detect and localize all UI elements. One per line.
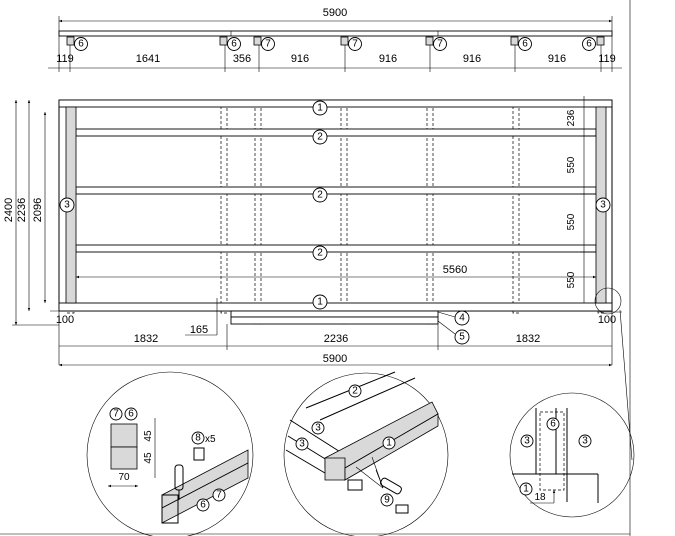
callout-label: 2 bbox=[317, 190, 323, 201]
callout-label: 70 bbox=[118, 472, 130, 483]
beam-5 bbox=[230, 316, 439, 325]
callout-label: 6 bbox=[522, 39, 528, 50]
callout-label: 6 bbox=[231, 39, 237, 50]
block-icon bbox=[596, 36, 605, 46]
block-icon bbox=[340, 36, 349, 46]
front-view: 1 2 2 2 1 3 3 4 5 2400 2236 2096 236 550… bbox=[3, 96, 633, 461]
end-offset-left-label: 100 bbox=[56, 314, 74, 326]
block-icon bbox=[253, 36, 262, 46]
block-icon bbox=[510, 36, 519, 46]
offset-18-label: 18 bbox=[534, 492, 546, 503]
beam-2 bbox=[75, 186, 597, 195]
spacing-550-label: 550 bbox=[566, 271, 577, 288]
callout-label: 1 bbox=[523, 484, 529, 495]
span-1832-left-label: 1832 bbox=[134, 333, 158, 345]
callout-label: 7 bbox=[113, 409, 119, 420]
callout-label: 6 bbox=[200, 500, 206, 511]
spacing-label: 119 bbox=[56, 53, 74, 65]
callout-label: 6 bbox=[128, 409, 134, 420]
block-icon bbox=[219, 36, 228, 46]
spacing-label: 916 bbox=[463, 53, 481, 65]
callout-label: 7 bbox=[216, 490, 222, 501]
overall-width-label: 5900 bbox=[323, 7, 347, 19]
callout-label: 3 bbox=[524, 436, 530, 447]
inner-width-label: 5560 bbox=[443, 264, 467, 276]
callout-label: 2 bbox=[352, 386, 358, 397]
block-icon bbox=[425, 36, 434, 46]
spacing-label: 356 bbox=[233, 53, 251, 65]
callout-label: 6 bbox=[78, 39, 84, 50]
callout-label: 4 bbox=[459, 313, 465, 324]
detail-b-corner-joint: 2 3 3 1 9 bbox=[283, 371, 449, 536]
callout-label: 45 bbox=[143, 452, 154, 464]
drill-icon bbox=[380, 477, 409, 514]
block-markers bbox=[66, 36, 605, 46]
callout-label: 3 bbox=[64, 200, 70, 211]
top-beam bbox=[58, 30, 613, 37]
detail-a-block-assembly: 7 6 45 45 70 6 7 8 x5 bbox=[86, 371, 254, 536]
callout-label: 5 bbox=[459, 332, 465, 343]
beam-4 bbox=[230, 310, 439, 318]
detail-c-marker bbox=[594, 287, 622, 315]
detail-c-post-section: 6 3 3 1 18 bbox=[509, 392, 635, 518]
callout-label: 3 bbox=[299, 439, 305, 450]
overall-width-bottom-label: 5900 bbox=[323, 353, 347, 365]
callout-label: 2 bbox=[317, 248, 323, 259]
spacing-label: 916 bbox=[548, 53, 566, 65]
callout-label: 9 bbox=[384, 495, 390, 506]
drill-icon bbox=[174, 447, 205, 500]
beam-1-bottom bbox=[58, 302, 613, 312]
callout-label: 6 bbox=[586, 39, 592, 50]
callout-label: 45 bbox=[143, 430, 154, 442]
block-icon bbox=[66, 36, 75, 46]
callout-label: 7 bbox=[352, 39, 358, 50]
part-callouts: 6 6 7 7 7 6 6 bbox=[74, 37, 596, 51]
callout-label: 3 bbox=[600, 200, 606, 211]
height-2400-label: 2400 bbox=[3, 198, 15, 222]
top-view: 5900 6 6 7 7 7 6 6 bbox=[48, 7, 622, 72]
callout-label: 8 bbox=[195, 433, 201, 444]
spacing-label: 916 bbox=[291, 53, 309, 65]
beam-callouts: 1 2 2 2 1 3 3 4 5 bbox=[59, 100, 611, 345]
spacing-550-label: 550 bbox=[566, 213, 577, 230]
height-2096-label: 2096 bbox=[32, 198, 44, 222]
beam-2 bbox=[75, 128, 597, 137]
end-offset-right-label: 100 bbox=[598, 314, 616, 326]
callout-label: 3 bbox=[315, 423, 321, 434]
beam-1-top bbox=[58, 99, 613, 108]
offset-165-label: 165 bbox=[190, 324, 208, 336]
hidden-posts bbox=[66, 103, 605, 325]
spacing-label: 119 bbox=[598, 53, 616, 65]
callout-label: 1 bbox=[386, 438, 392, 449]
quantity-label: x5 bbox=[205, 434, 216, 445]
spacing-550-label: 550 bbox=[566, 156, 577, 173]
callout-label: 3 bbox=[582, 436, 588, 447]
spacing-label: 916 bbox=[379, 53, 397, 65]
span-2236-label: 2236 bbox=[324, 333, 348, 345]
callout-label: 1 bbox=[317, 103, 323, 114]
beam-2 bbox=[75, 244, 597, 253]
callout-label: 7 bbox=[437, 39, 443, 50]
spacing-236-label: 236 bbox=[566, 109, 577, 126]
callout-label: 7 bbox=[265, 39, 271, 50]
height-2236-label: 2236 bbox=[16, 198, 28, 222]
span-1832-right-label: 1832 bbox=[516, 333, 540, 345]
callout-label: 2 bbox=[317, 132, 323, 143]
callout-label: 1 bbox=[317, 297, 323, 308]
spacing-label: 1641 bbox=[136, 53, 160, 65]
callout-label: 6 bbox=[550, 419, 556, 430]
